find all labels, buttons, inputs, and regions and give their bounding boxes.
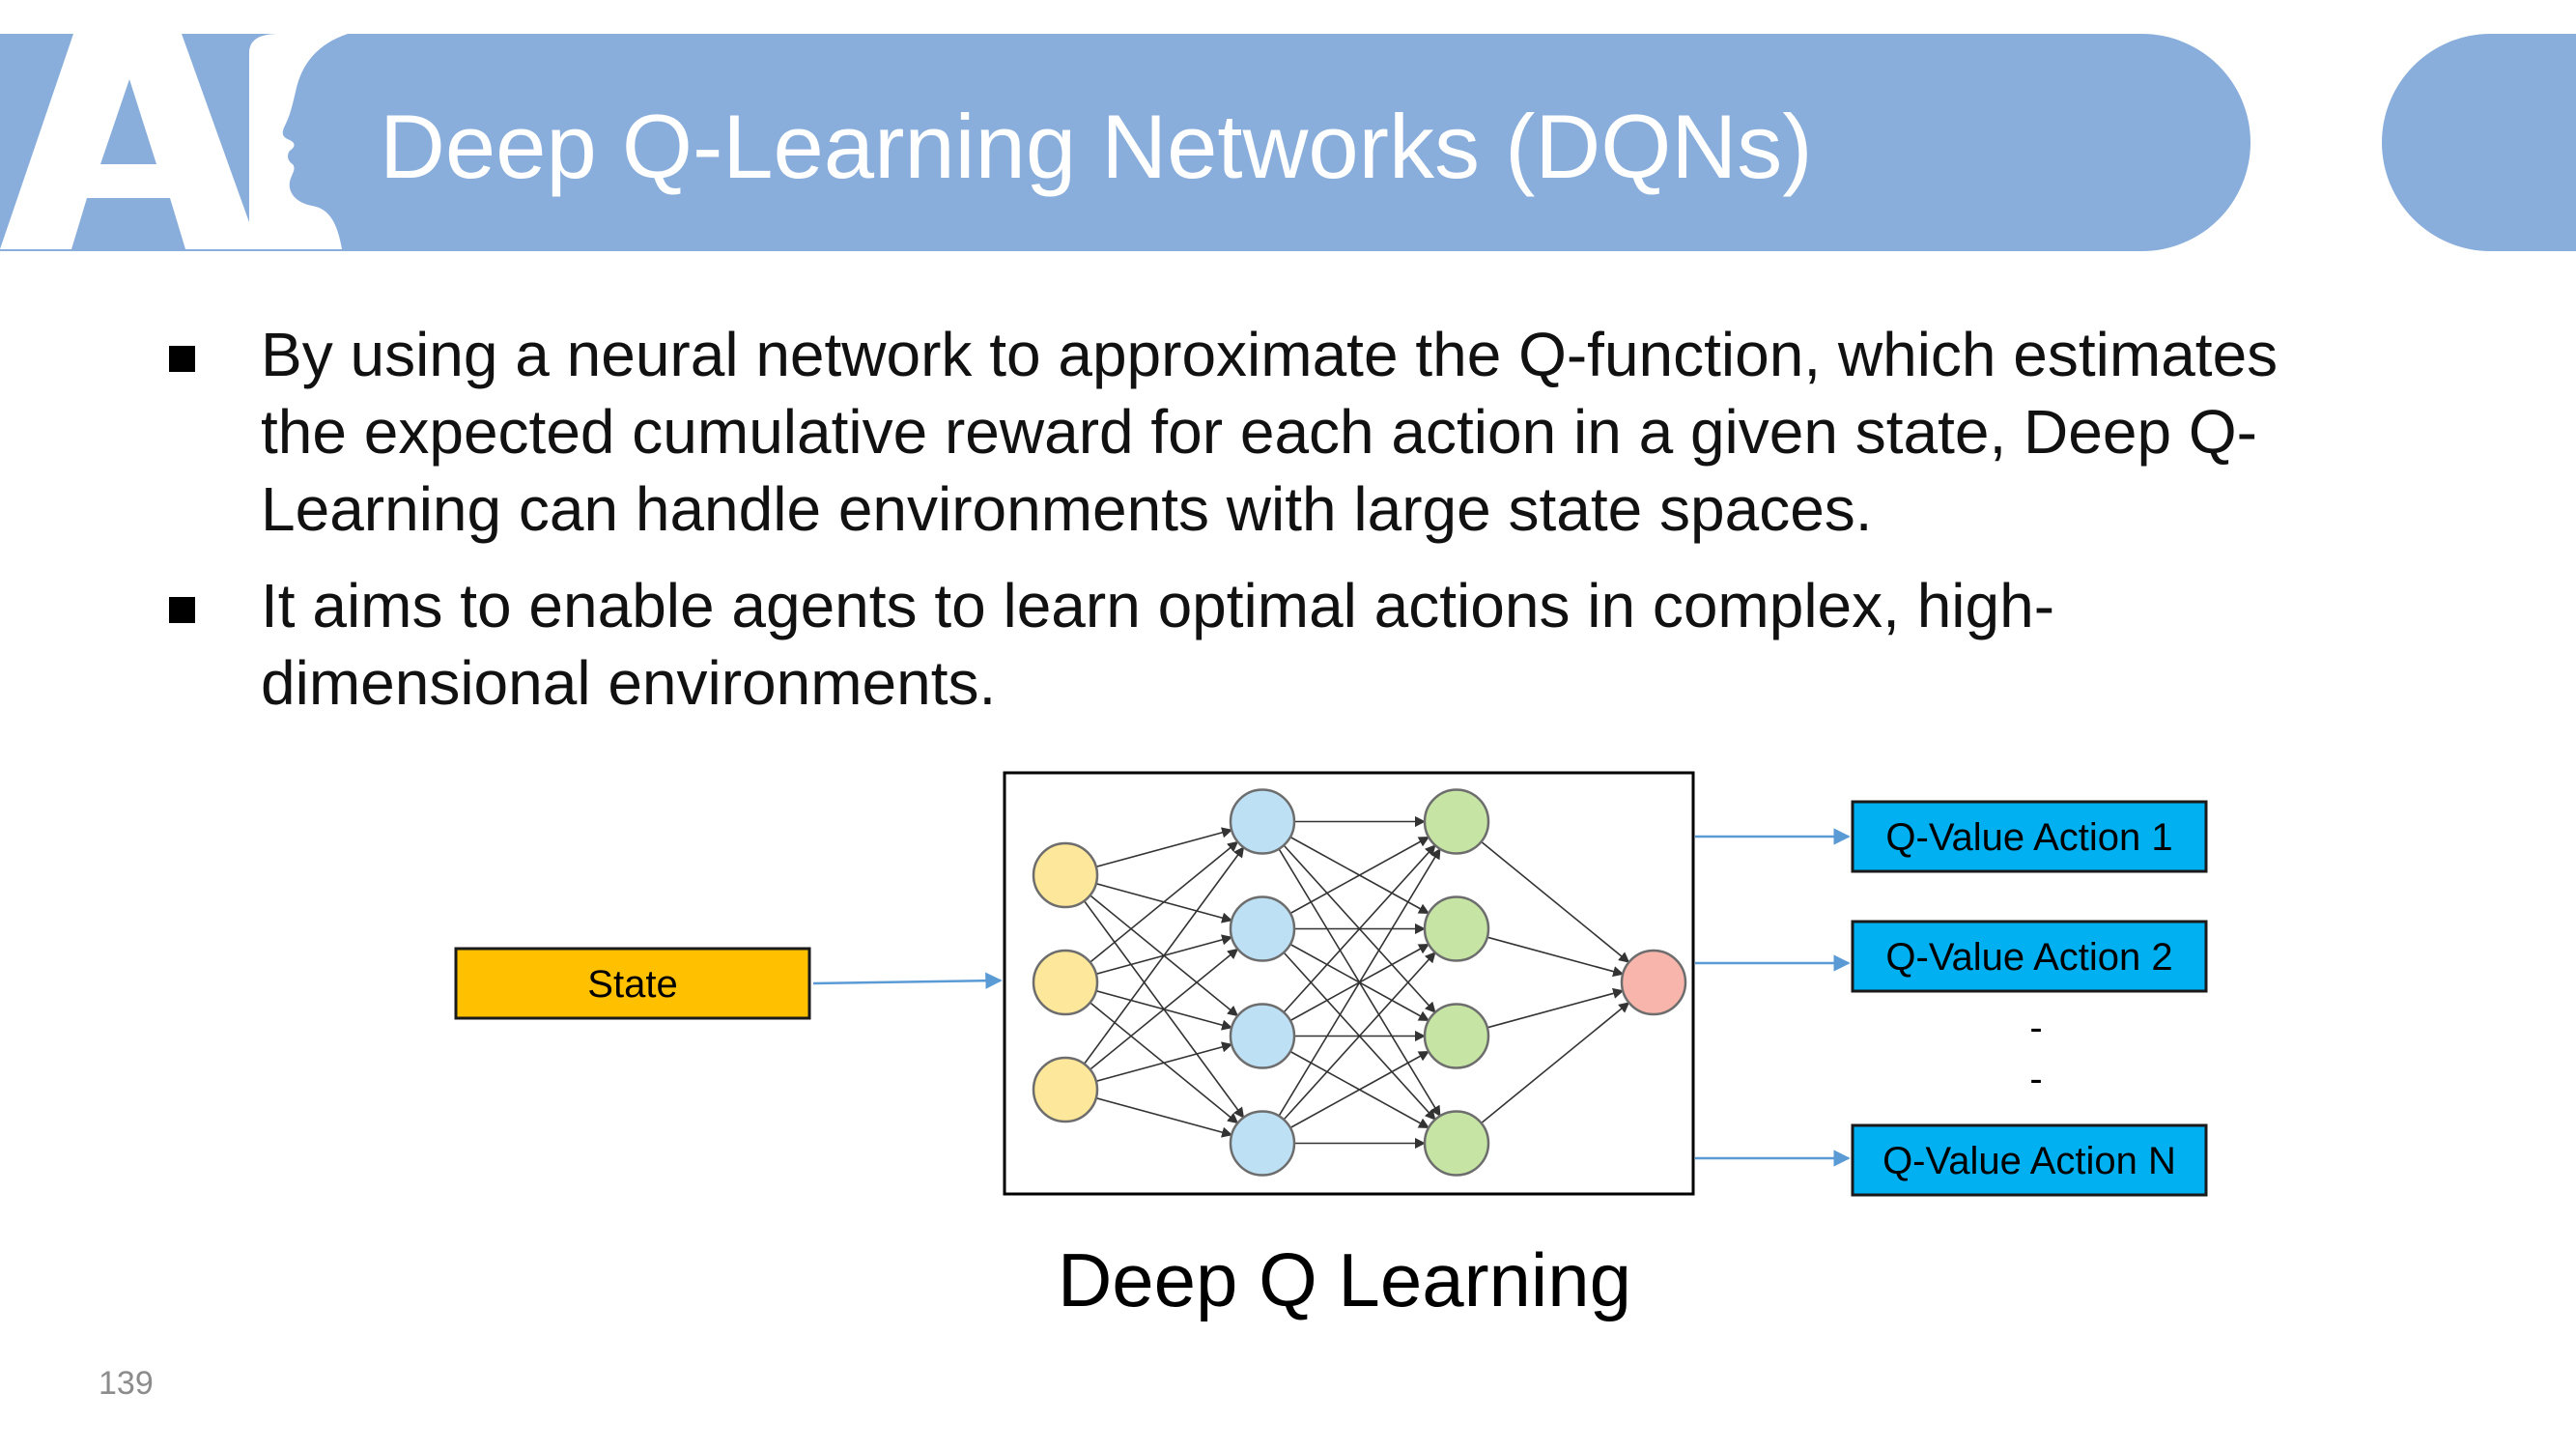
network-edge xyxy=(1095,1041,1233,1083)
network-edge xyxy=(1283,952,1436,1121)
q-value-label-1: Q-Value Action 1 xyxy=(1885,816,2172,859)
bullet-square-icon xyxy=(169,346,195,372)
state-label: State xyxy=(587,963,677,1006)
network-edge xyxy=(1095,1096,1233,1138)
ai-logo: AI xyxy=(0,34,348,249)
network-edge xyxy=(1095,827,1233,868)
slide-title: Deep Q-Learning Networks (DQNs) xyxy=(380,96,1813,197)
q-value-box-n xyxy=(1851,1123,2208,1197)
logo-letter-a xyxy=(0,34,259,249)
network-edge xyxy=(1481,1002,1630,1124)
ellipsis-dash-2: - xyxy=(2029,1058,2042,1100)
network-edge xyxy=(1486,987,1625,1029)
hidden-2-node xyxy=(1423,788,1490,855)
network-nodes xyxy=(1032,788,1687,1177)
input-node xyxy=(1032,1056,1099,1123)
network-edge xyxy=(1289,836,1430,915)
q-value-label-2: Q-Value Action 2 xyxy=(1885,936,2172,979)
q-value-box-1 xyxy=(1851,800,2208,873)
network-edge xyxy=(1283,844,1436,1013)
hidden-1-node xyxy=(1229,1003,1296,1069)
dqn-diagram: State Q-Value Action 1 Q-Value Action 2 … xyxy=(454,771,2208,1322)
network-frame xyxy=(1003,771,1695,1196)
hidden-1-node xyxy=(1229,895,1296,962)
hidden-2-node xyxy=(1423,895,1490,962)
network-edge xyxy=(1289,1050,1430,1129)
q-value-box-2 xyxy=(1851,920,2208,993)
head-profile-icon xyxy=(249,34,348,249)
network-edge xyxy=(1278,847,1441,1117)
state-box xyxy=(454,947,811,1020)
state-to-network-arrow xyxy=(812,972,1003,989)
ellipsis-dash-1: - xyxy=(2029,1007,2042,1049)
bullet-text-2: It aims to enable agents to learn optima… xyxy=(261,571,2054,718)
network-edge xyxy=(1090,840,1239,963)
hidden-1-node xyxy=(1229,788,1296,855)
network-edges xyxy=(1083,815,1630,1150)
diagram-caption: Deep Q Learning xyxy=(1058,1237,1631,1322)
input-node xyxy=(1032,949,1099,1016)
q-value-label-n: Q-Value Action N xyxy=(1882,1140,2176,1182)
header-right-shape xyxy=(2382,34,2576,251)
hidden-1-node xyxy=(1229,1110,1296,1177)
page-number: 139 xyxy=(99,1365,154,1402)
network-edge xyxy=(1486,936,1625,978)
output-node xyxy=(1620,949,1687,1016)
network-edge xyxy=(1090,948,1239,1070)
network-edge xyxy=(1083,846,1245,1065)
hidden-2-node xyxy=(1423,1003,1490,1069)
bullet-square-icon xyxy=(169,597,195,623)
input-node xyxy=(1032,841,1099,909)
network-edge xyxy=(1481,840,1630,963)
hidden-2-node xyxy=(1423,1110,1490,1177)
bullet-text-1: By using a neural network to approximate… xyxy=(261,320,2279,544)
